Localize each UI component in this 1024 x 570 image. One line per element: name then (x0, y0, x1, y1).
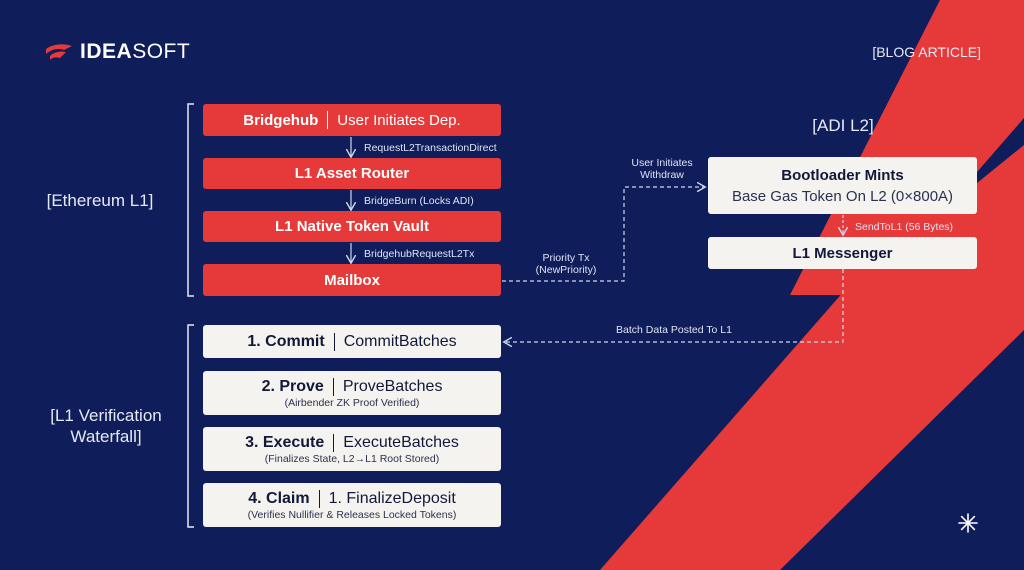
bridgehub-box: Bridgehub User Initiates Dep. (203, 104, 501, 136)
edge-label-withdraw: User Initiates Withdraw (631, 157, 693, 181)
edge-label-burn: BridgeBurn (Locks ADI) (364, 195, 474, 207)
native-vault-title: L1 Native Token Vault (275, 218, 429, 235)
ideasoft-logo-icon (46, 44, 72, 60)
execute-note: (Finalizes State, L2→L1 Root Stored) (264, 452, 440, 465)
bracket-ethereum (187, 103, 194, 297)
red-stripe-upper (790, 0, 1024, 295)
edge-label-bridgehub-tx: BridgehubRequestL2Tx (364, 248, 475, 260)
mailbox-box: Mailbox (203, 264, 501, 296)
group-label-ethereum: [Ethereum L1] (46, 191, 154, 210)
asterisk-icon (958, 513, 978, 533)
divider (333, 433, 335, 452)
commit-box: 1. Commit CommitBatches (203, 325, 501, 358)
native-vault-box: L1 Native Token Vault (203, 211, 501, 242)
edge-label-priority: Priority Tx (NewPriority) (535, 252, 597, 276)
group-label-verification: [L1 Verification Waterfall] (50, 406, 162, 446)
edge-label-send: SendToL1 (56 Bytes) (855, 221, 954, 233)
claim-title: 4. Claim (248, 489, 310, 507)
edge-label-batch: Batch Data Posted To L1 (616, 324, 732, 336)
messenger-title: L1 Messenger (792, 244, 893, 262)
prove-note: (Airbender ZK Proof Verified) (284, 396, 420, 409)
asset-router-title: L1 Asset Router (294, 165, 410, 182)
prove-title: 2. Prove (261, 377, 324, 395)
prove-detail: ProveBatches (342, 377, 443, 395)
commit-detail: CommitBatches (343, 332, 457, 350)
group-label-adi: [ADI L2] (812, 116, 874, 135)
article-tag: [BLOG ARTICLE] (872, 44, 981, 60)
claim-box: 4. Claim 1. FinalizeDeposit (Verifies Nu… (203, 483, 501, 527)
claim-note: (Verifies Nullifier & Releases Locked To… (247, 508, 457, 521)
divider (332, 377, 334, 396)
execute-detail: ExecuteBatches (343, 433, 459, 451)
divider (327, 111, 329, 129)
bootloader-box: Bootloader Mints Base Gas Token On L2 (0… (708, 157, 977, 214)
commit-title: 1. Commit (247, 332, 325, 350)
brand-logo: IDEASOFT (44, 40, 190, 64)
arrow-messenger-commit (505, 269, 844, 342)
prove-box: 2. Prove ProveBatches (Airbender ZK Proo… (203, 371, 501, 415)
execute-title: 3. Execute (245, 433, 325, 451)
claim-detail: 1. FinalizeDeposit (328, 489, 456, 507)
divider (318, 489, 320, 508)
arrow-mailbox-bootloader (502, 187, 704, 282)
edge-label-request: RequestL2TransactionDirect (364, 142, 497, 154)
asset-router-box: L1 Asset Router (203, 158, 501, 189)
bridgehub-title: Bridgehub (243, 111, 319, 129)
brand-name: IDEASOFT (80, 40, 191, 63)
mailbox-title: Mailbox (324, 271, 380, 289)
divider (333, 332, 335, 351)
execute-box: 3. Execute ExecuteBatches (Finalizes Sta… (203, 427, 501, 471)
bracket-verification (187, 324, 194, 528)
bootloader-title: Bootloader Mints (781, 166, 904, 184)
messenger-box: L1 Messenger (708, 237, 977, 269)
bridgehub-detail: User Initiates Dep. (337, 111, 461, 129)
bootloader-detail: Base Gas Token On L2 (0×800A) (731, 187, 954, 205)
